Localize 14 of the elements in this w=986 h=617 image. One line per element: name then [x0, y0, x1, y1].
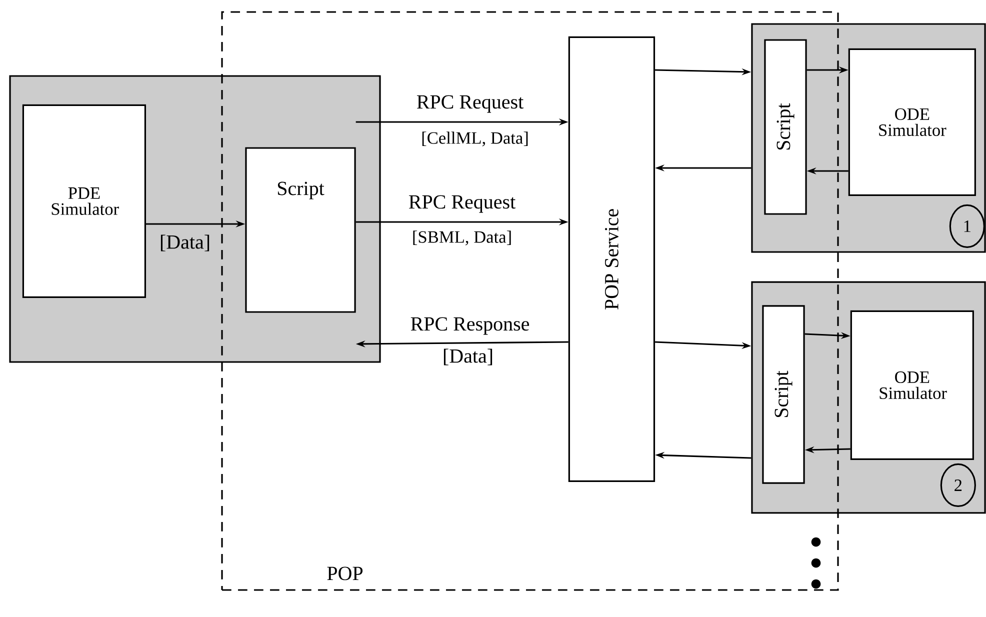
simulator-box: PDE Simulator [22, 104, 146, 298]
service-box: POP Service [568, 36, 656, 482]
data-label: [SBML, Data] [413, 230, 511, 246]
edge-label: RPC Request [408, 195, 516, 213]
script-box: Script [245, 147, 356, 313]
simulator-box: ODE Simulator [850, 310, 974, 460]
script-box: Script [762, 305, 805, 484]
data-label: [CellML, Data] [422, 132, 528, 146]
edge-label: [Data] [160, 234, 210, 252]
data-label: [Data] [444, 348, 492, 366]
simulator-box: ODE Simulator [848, 48, 976, 196]
script-box: Script [764, 39, 807, 215]
edge-label: RPC Response [410, 317, 530, 335]
edge-label: RPC Request [416, 95, 524, 113]
